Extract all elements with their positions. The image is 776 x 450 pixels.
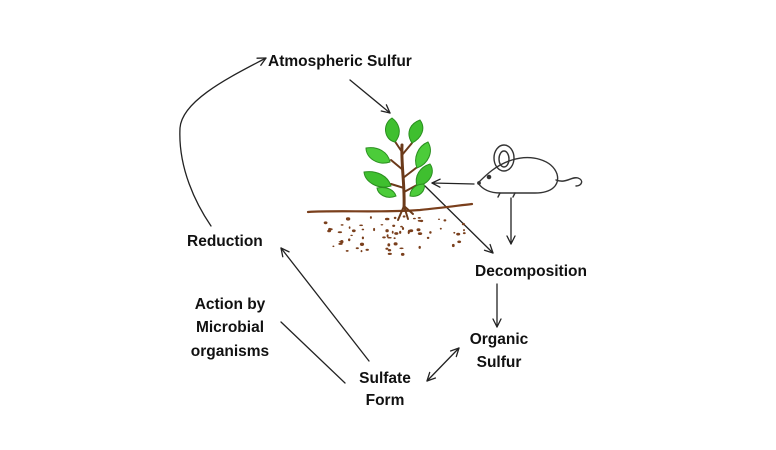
- soil-speck: [393, 216, 397, 220]
- soil-speck: [451, 243, 455, 248]
- arrow-plant-to-decomposition: [424, 185, 494, 254]
- organic-label: Organic: [470, 331, 529, 348]
- soil-speck: [456, 232, 461, 236]
- soil-speck: [417, 232, 423, 236]
- soil-speck: [412, 217, 416, 220]
- soil-speck: [387, 249, 392, 252]
- soil-speck: [416, 228, 421, 232]
- form-label: Form: [366, 392, 405, 409]
- soil-speck: [355, 247, 359, 250]
- soil-speck: [417, 217, 421, 219]
- soil-speck: [384, 217, 390, 221]
- soil-speck: [385, 247, 389, 250]
- soil-speck: [340, 240, 344, 244]
- soil-speck: [461, 222, 465, 226]
- soil-speck: [340, 224, 344, 226]
- soil-speck: [348, 238, 351, 242]
- soil-speck: [385, 229, 389, 233]
- soil-speck: [373, 227, 376, 232]
- atmospheric-sulfur-label: Atmospheric Sulfur: [268, 53, 412, 70]
- soil-icon: [306, 202, 474, 256]
- soil-speck: [338, 242, 343, 245]
- soil-speck: [462, 232, 466, 235]
- soil-speck: [359, 242, 365, 246]
- arrow-reduction-to-atmospheric: [179, 57, 267, 227]
- soil-speck: [402, 215, 406, 218]
- soil-speck: [439, 227, 442, 230]
- soil-speck: [400, 252, 405, 256]
- soil-speck: [328, 227, 332, 232]
- organisms-label: organisms: [191, 343, 269, 360]
- soil-speck: [346, 217, 348, 220]
- soil-speck: [337, 231, 343, 234]
- decomposition-label: Decomposition: [475, 263, 587, 280]
- soil-speck: [323, 221, 328, 225]
- soil-speck: [348, 226, 351, 229]
- soil-speck: [457, 240, 462, 244]
- reduction-label: Reduction: [187, 233, 263, 250]
- soil-speck: [387, 236, 392, 239]
- soil-speck: [393, 242, 398, 246]
- sulfur-label: Sulfur: [477, 354, 522, 371]
- soil-speck: [369, 216, 372, 219]
- soil-speck: [409, 229, 414, 233]
- soil-speck: [365, 248, 369, 251]
- soil-speck: [332, 245, 335, 248]
- soil-speck: [391, 230, 394, 234]
- soil-speck: [380, 224, 384, 226]
- soil-speck: [360, 250, 363, 253]
- soil-speck: [392, 224, 396, 227]
- soil-speck: [359, 224, 363, 227]
- arrow-mouse-to-plant: [431, 178, 475, 188]
- soil-speck: [350, 234, 353, 237]
- arrow-atmospheric-to-plant: [349, 79, 391, 114]
- soil-speck: [394, 232, 399, 235]
- soil-speck: [386, 234, 389, 238]
- soil-speck: [407, 230, 410, 235]
- soil-speck: [345, 250, 349, 252]
- soil-speck: [387, 252, 392, 255]
- soil-speck: [429, 231, 432, 234]
- microbial-label: Microbial: [196, 319, 264, 336]
- plant-icon: [363, 117, 433, 221]
- soil-speck: [417, 219, 422, 222]
- soil-speck: [351, 229, 356, 233]
- soil-speck: [387, 243, 391, 247]
- soil-speck: [418, 245, 421, 249]
- soil-speck: [463, 229, 465, 232]
- soil-speck: [400, 225, 403, 228]
- soil-speck: [401, 227, 405, 230]
- soil-speck: [393, 237, 396, 240]
- arrow-organic-sulfate-double: [426, 347, 460, 382]
- sulfate-label: Sulfate: [359, 370, 411, 387]
- mouse-icon: [477, 144, 583, 198]
- arrow-action-line: [280, 321, 346, 384]
- action-by-label: Action by: [195, 296, 266, 313]
- soil-speck: [443, 219, 447, 222]
- soil-speck: [426, 236, 430, 239]
- soil-speck: [437, 218, 441, 220]
- soil-speck: [453, 231, 456, 234]
- arrow-sulfate-to-reduction: [280, 247, 370, 362]
- soil-speck: [382, 236, 386, 239]
- soil-speck: [361, 236, 364, 240]
- soil-speck: [399, 247, 404, 250]
- soil-speck: [399, 230, 402, 234]
- soil-speck: [361, 228, 365, 231]
